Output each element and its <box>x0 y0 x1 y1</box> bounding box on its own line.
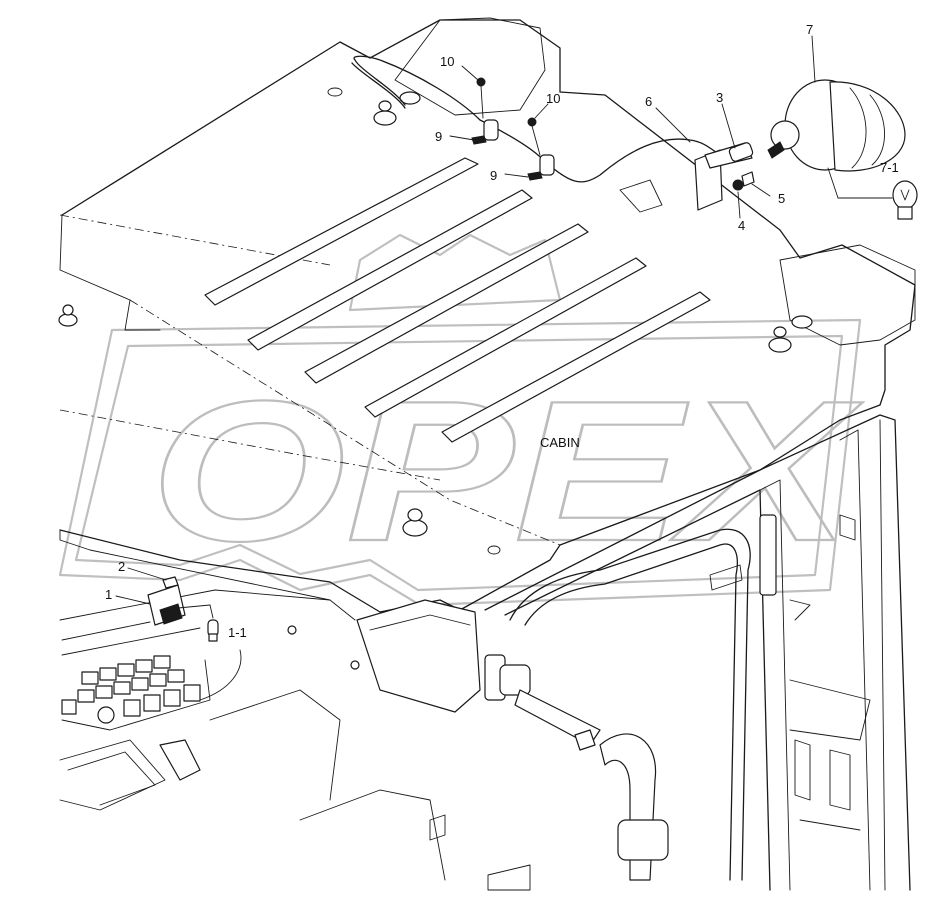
wiring-harness <box>351 55 721 183</box>
cabin-frame <box>484 414 911 891</box>
callout-6: 6 <box>645 94 652 109</box>
cabin-label: CABIN <box>540 435 580 450</box>
callout-5: 5 <box>778 191 785 206</box>
callout-2: 2 <box>118 559 125 574</box>
callout-7: 7 <box>806 22 813 37</box>
mirror-assembly <box>356 599 669 881</box>
callout-9-lower: 9 <box>490 168 497 183</box>
beacon-lamp <box>767 79 906 172</box>
callout-10-left: 10 <box>440 54 454 69</box>
rocker-switch <box>147 576 219 642</box>
callout-4: 4 <box>738 218 745 233</box>
bulb-7-1 <box>827 167 918 220</box>
roof-ribs <box>204 157 711 443</box>
callout-9-upper: 9 <box>435 129 442 144</box>
roof-bolts <box>58 87 813 555</box>
callout-labels: 7 7-1 3 6 5 4 10 10 9 9 2 1 1-1 CABIN <box>105 22 899 640</box>
callout-7-1: 7-1 <box>880 160 899 175</box>
callout-10-right: 10 <box>546 91 560 106</box>
leader-lines <box>115 35 816 605</box>
callout-1-1: 1-1 <box>228 625 247 640</box>
callout-3: 3 <box>716 90 723 105</box>
beacon-bracket <box>619 142 755 213</box>
callout-1: 1 <box>105 587 112 602</box>
dashboard-switch-grid <box>61 655 201 717</box>
dashboard <box>59 589 531 891</box>
